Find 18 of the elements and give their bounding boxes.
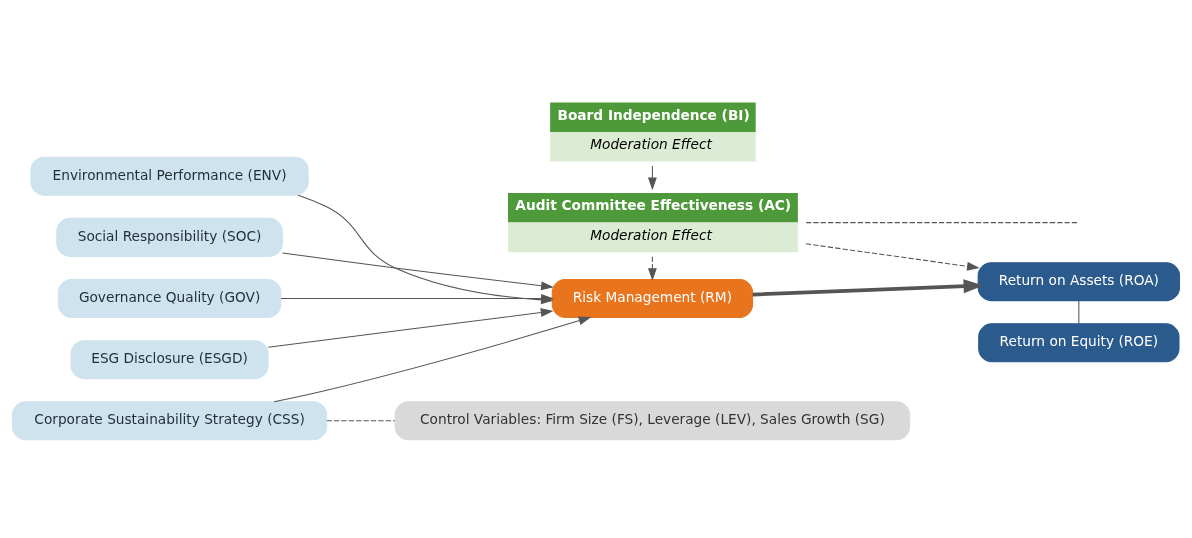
node-box: Social Responsibility (SOC) [56,217,283,257]
node-box: ESG Disclosure (ESGD) [70,340,269,380]
node-box: Return on Equity (ROE) [978,323,1180,363]
node-box: Control Variables: Firm Size (FS), Leverage (LEV), Sales Growth (SG) [394,401,911,441]
connector [1078,300,1080,325]
arrow [752,279,984,297]
node-box: Governance Quality (GOV) [57,279,282,318]
arrow [267,308,554,348]
arrow [273,316,592,403]
node-box: Corporate Sustainability Strategy (CSS) [11,401,328,441]
arrow [805,243,980,271]
node-box: Environmental Performance (ENV) [30,156,309,196]
connector [326,420,396,422]
node-box: Risk Management (RM) [551,279,754,318]
node-box: Return on Assets (ROA) [977,262,1181,302]
arrow [282,252,554,291]
connector [805,222,1079,224]
arrow [647,256,657,281]
